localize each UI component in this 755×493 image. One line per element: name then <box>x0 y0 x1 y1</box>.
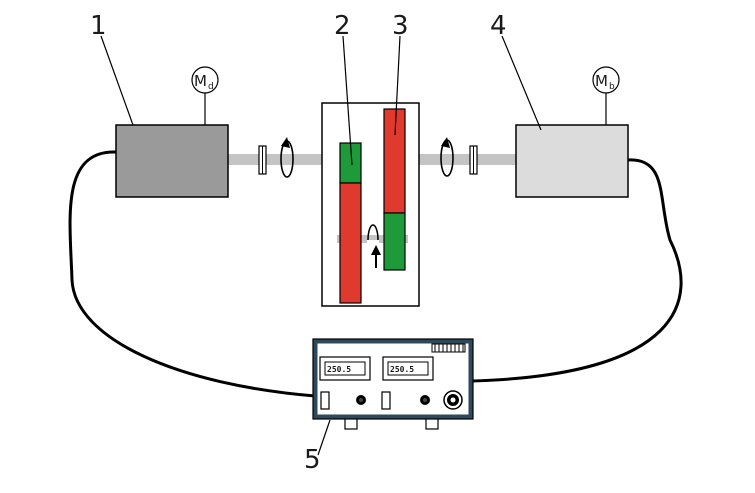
brake-torque-m: M <box>595 72 608 90</box>
display-right-value: 250.5 <box>390 365 414 374</box>
label-1: 1 <box>90 11 107 41</box>
brake-torque-sub: b <box>609 82 615 92</box>
brake-rotation-icon <box>440 137 454 177</box>
driver-rotation-icon <box>280 137 294 178</box>
label-5: 5 <box>304 445 321 475</box>
switch-right[interactable] <box>381 391 391 410</box>
driver-torque-m: M <box>194 72 207 90</box>
driver-motor-box <box>115 124 229 198</box>
label-3: 3 <box>392 11 409 41</box>
brake-shaft <box>405 154 517 165</box>
brake-torque-symbol <box>592 66 620 94</box>
brand-strip <box>431 343 466 353</box>
cable-left <box>68 150 316 398</box>
cable-right <box>471 158 683 383</box>
display-left <box>324 361 366 376</box>
control-unit: 250.5 250.5 <box>312 338 474 430</box>
driver-shaft <box>228 154 340 165</box>
label-4: 4 <box>490 11 507 41</box>
countershaft <box>337 235 408 243</box>
display-right <box>387 361 429 376</box>
gear-2-red <box>339 182 362 304</box>
gear-3-green <box>383 212 406 271</box>
switch-left[interactable] <box>320 391 330 410</box>
display-left-value: 250.5 <box>327 365 351 374</box>
brake-motor-box <box>515 124 629 198</box>
label-2: 2 <box>334 11 351 41</box>
driver-torque-symbol <box>191 66 219 94</box>
driver-torque-sub: d <box>208 82 214 92</box>
gear-3-red <box>383 108 406 214</box>
countershaft-rotation-icon <box>367 224 381 270</box>
